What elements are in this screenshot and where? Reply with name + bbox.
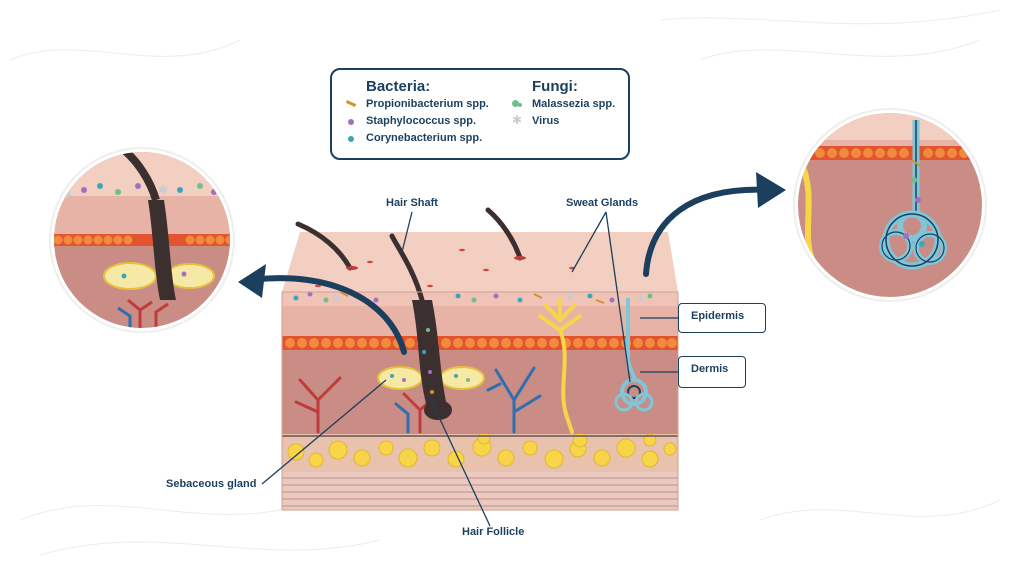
legend-box: Bacteria: Propionibacterium spp. Staphyl… [330,68,630,160]
svg-text:✱: ✱ [636,294,644,305]
dot-icon [348,119,354,125]
svg-text:✱: ✱ [158,183,168,197]
label-sweat-glands: Sweat Glands [566,197,638,209]
label-hair-shaft: Hair Shaft [386,197,438,209]
star-icon: ✱ [512,113,522,127]
skin-top-surface [282,232,678,292]
label-dermis: Dermis [678,356,746,388]
rod-icon [346,100,356,107]
legend-item-malassezia: Malassezia spp. [532,98,615,110]
label-epidermis: Epidermis [678,303,766,333]
label-hair-follicle: Hair Follicle [462,526,524,538]
legend-item-virus: Virus [532,115,559,127]
basal-cell-line [282,336,678,350]
legend-fungi-title: Fungi: [532,78,578,95]
svg-text:✱: ✱ [566,292,574,303]
left-zoom-circle: ✱ ✱ [50,148,240,340]
right-zoom-circle [790,109,990,310]
legend-item-corynebacterium: Corynebacterium spp. [366,132,482,144]
dermis-layer [282,346,678,434]
budding-yeast-bud-icon [518,103,522,107]
legend-bacteria-title: Bacteria: [366,78,430,95]
skin-cross-section: ✱ ✱ ✱ [282,210,678,510]
dot-icon [348,136,354,142]
label-sebaceous-gland: Sebaceous gland [166,478,256,490]
legend-item-staphylococcus: Staphylococcus spp. [366,115,476,127]
svg-text:✱: ✱ [332,294,340,305]
legend-item-propionibacterium: Propionibacterium spp. [366,98,489,110]
